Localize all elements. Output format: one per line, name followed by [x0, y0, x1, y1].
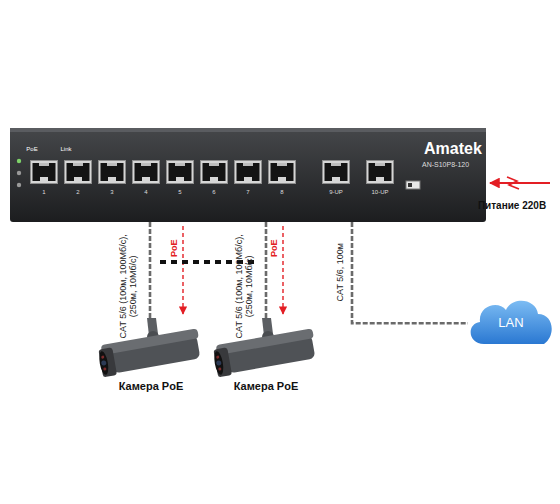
camera-illustration: [212, 318, 318, 378]
port-number: 8: [237, 189, 327, 196]
network-cable: [352, 222, 468, 323]
led-label: Link: [21, 146, 111, 153]
status-led: [17, 159, 21, 163]
switch-bevel: [10, 128, 486, 132]
power-label: Питание 220В: [467, 200, 557, 212]
port-row: [31, 161, 394, 184]
rj45-port: [201, 161, 228, 184]
poe-arrow: [182, 226, 183, 314]
port-number: 9-UP: [291, 189, 381, 196]
camera-label: Камера PoE: [95, 380, 207, 392]
port-number: 4: [101, 189, 191, 196]
poe-arrow: [282, 226, 283, 314]
rj45-port: [65, 161, 92, 184]
brand-name: Amatek: [424, 140, 482, 158]
network-cable: [265, 222, 268, 318]
rj45-port: [269, 161, 296, 184]
status-led: [17, 183, 21, 187]
port-number: 5: [135, 189, 225, 196]
uplink-port: [323, 161, 350, 184]
rj45-port: [167, 161, 194, 184]
cable-spec: CAT 5/6 (100м, 100Мб/с), (250м, 10Мб/с): [118, 224, 139, 348]
port-number: 7: [203, 189, 293, 196]
port-number: 1: [0, 189, 89, 196]
power-arrow: [490, 182, 550, 184]
port-number: 2: [33, 189, 123, 196]
port-number: 3: [67, 189, 157, 196]
poe-label: PoE: [169, 203, 179, 293]
rj45-port: [31, 161, 58, 184]
status-led: [17, 171, 21, 175]
camera-label: Камера PoE: [210, 380, 322, 392]
network-label: LAN: [466, 316, 556, 330]
switch-body: [10, 128, 486, 222]
power-symbol: [507, 177, 519, 189]
network-cable: [149, 222, 152, 318]
rj45-port: [133, 161, 160, 184]
poe-label: PoE: [269, 203, 279, 293]
dip-switch-lever: [408, 183, 412, 187]
port-number: 10-UP: [335, 189, 425, 196]
uplink-port: [367, 161, 394, 184]
port-number: 6: [169, 189, 259, 196]
camera-box: Камера PoE: [210, 318, 322, 396]
switch-box: AmatekAN-S10P8-120: [10, 128, 486, 222]
rj45-port: [235, 161, 262, 184]
dip-switch: [406, 181, 420, 189]
model-number: AN-S10P8-120: [422, 161, 469, 169]
camera-illustration: [97, 318, 203, 378]
cable-spec: CAT 5/6, 100м: [335, 230, 345, 314]
cable-spec: CAT 5/6 (100м, 100Мб/с), (250м, 10Мб/с): [234, 224, 255, 348]
camera-box: Камера PoE: [95, 318, 207, 396]
rj45-port: [99, 161, 126, 184]
cloud-node: LAN: [466, 298, 556, 344]
